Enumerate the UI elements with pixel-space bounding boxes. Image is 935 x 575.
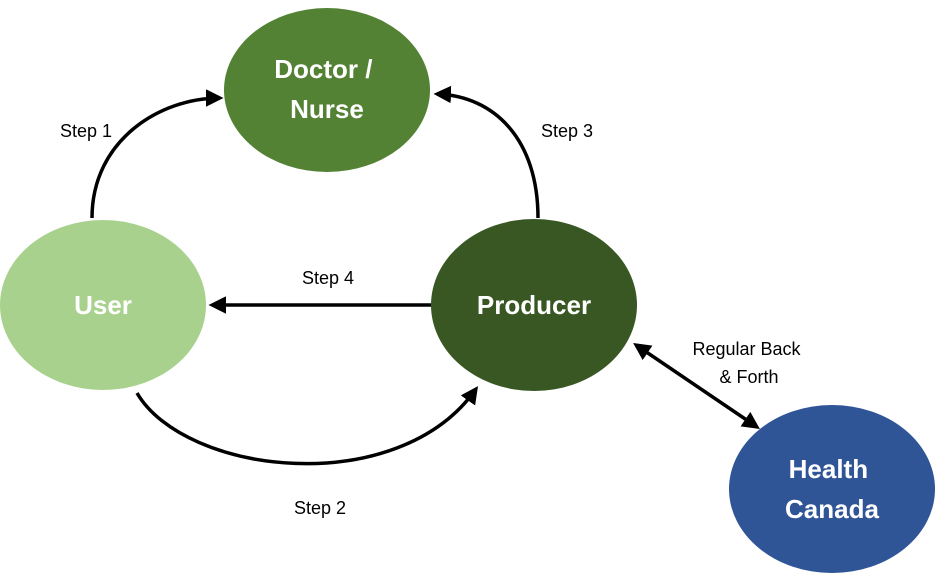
node-producer-label: Producer — [477, 290, 591, 320]
node-user-label: User — [74, 290, 132, 320]
edge-step1-arrow — [90, 89, 224, 219]
edge-step1-label: Step 1 — [60, 121, 112, 141]
node-health-line1: Health — [789, 454, 868, 484]
edge-step2-arrow — [135, 386, 479, 466]
node-doctor-line2: Nurse — [290, 94, 364, 124]
edge-step3-label: Step 3 — [541, 121, 593, 141]
edge-regular-line2: & Forth — [719, 367, 778, 387]
node-health-canada: Health Canada — [729, 405, 935, 573]
node-user: User — [0, 220, 206, 390]
svg-text:Doctor / Nurse: Doctor / Nurse — [274, 54, 379, 124]
edge-regular-line1: Regular Back — [692, 339, 801, 359]
node-producer: Producer — [431, 219, 637, 391]
node-doctor-nurse: Doctor / Nurse — [224, 8, 430, 172]
node-doctor-line1: Doctor / — [274, 54, 372, 84]
edge-regular-arrow — [633, 343, 760, 429]
svg-text:Health Canada: Health Canada — [785, 454, 879, 524]
edge-step4-label: Step 4 — [302, 268, 354, 288]
svg-text:Regular Back & Forth: Regular Back & Forth — [692, 339, 805, 387]
edge-step3-arrow — [433, 85, 540, 219]
node-health-line2: Canada — [785, 494, 879, 524]
edge-step2-label: Step 2 — [294, 498, 346, 518]
